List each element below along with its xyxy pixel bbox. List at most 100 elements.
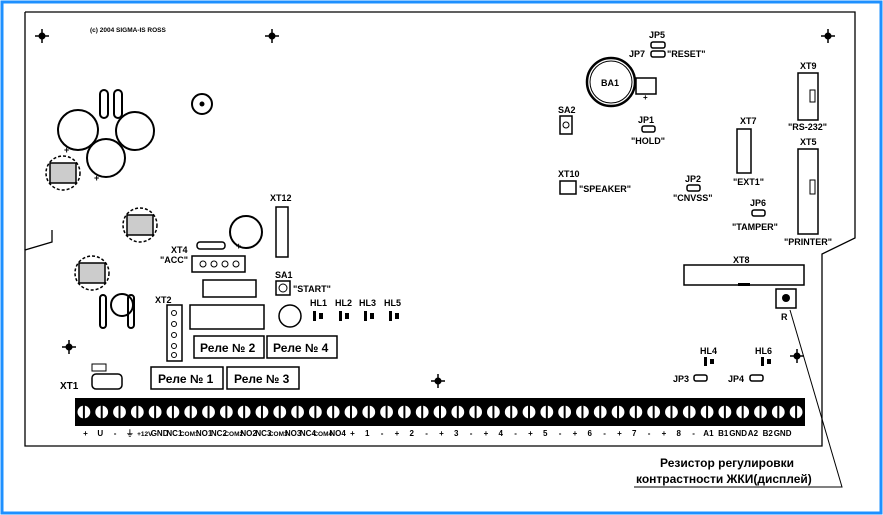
terminal-label: GND <box>774 429 792 438</box>
terminal-label: + <box>617 429 622 438</box>
jp5-jumper <box>650 41 666 49</box>
terminal-label: - <box>603 429 606 438</box>
callout-line2: контрастности ЖКИ(дисплей) <box>636 472 812 486</box>
jp7-jumper <box>650 50 666 58</box>
terminal-label: 3 <box>454 429 459 438</box>
xt8-connector <box>683 264 805 286</box>
xt8-label: XT8 <box>733 255 750 265</box>
sa1-label: SA1 <box>275 270 293 280</box>
xt12-label: XT12 <box>270 193 292 203</box>
svg-text:+: + <box>236 241 241 251</box>
tamper-label: "TAMPER" <box>732 222 778 232</box>
terminal-label: ⏚ <box>126 429 134 438</box>
jp7-label: JP7 <box>629 49 645 59</box>
relay-1-label: Реле № 1 <box>158 372 214 386</box>
svg-text:+: + <box>643 93 648 102</box>
fuse <box>91 373 123 390</box>
terminal-label: COM2 <box>224 431 243 438</box>
xt4-label: XT4 <box>171 245 188 255</box>
terminal-label: + <box>662 429 667 438</box>
xt7-connector <box>736 128 752 174</box>
jp3-label: JP3 <box>673 374 689 384</box>
terminal-label: B2 <box>763 429 774 438</box>
callout-line <box>634 309 843 488</box>
ba1-battery <box>585 56 637 108</box>
terminal-label: COM1 <box>180 431 199 438</box>
buzzer-hole <box>191 93 213 115</box>
terminal-label: B1 <box>718 429 729 438</box>
terminal-label: A2 <box>748 429 759 438</box>
ext1-label: "EXT1" <box>733 177 764 187</box>
terminal-label: + <box>83 429 88 438</box>
xt4-connector <box>191 255 246 273</box>
terminal-label: NC3 <box>255 429 272 438</box>
terminal-label: NC2 <box>211 429 228 438</box>
copyright-text: (c) 2004 SIGMA-IS ROSS <box>90 27 167 34</box>
transistor-3 <box>74 255 110 291</box>
terminal-label: COM3 <box>269 431 288 438</box>
terminal-label: - <box>114 429 117 438</box>
transistor-2 <box>122 207 158 243</box>
terminal-label: A1 <box>703 429 714 438</box>
terminal-label: NO2 <box>240 429 257 438</box>
mounting-holes <box>35 29 835 388</box>
relay-2-label: Реле № 2 <box>200 341 256 355</box>
terminal-label: + <box>395 429 400 438</box>
jp2-jumper <box>686 184 701 192</box>
terminal-label: NO1 <box>196 429 213 438</box>
terminal-label: NO3 <box>285 429 302 438</box>
xt10-label: XT10 <box>558 169 580 179</box>
relay-4-label: Реле № 4 <box>273 341 329 355</box>
svg-text:+: + <box>94 173 99 183</box>
reset-label: "RESET" <box>667 49 706 59</box>
r-label: R <box>781 312 788 322</box>
sa2-label: SA2 <box>558 105 576 115</box>
hl6-label: HL6 <box>755 346 772 356</box>
acc-label: "ACC" <box>160 255 188 265</box>
jp4-label: JP4 <box>728 374 744 384</box>
hl2-label: HL2 <box>335 298 352 308</box>
xt12-connector <box>275 206 289 258</box>
terminal-label: - <box>381 429 384 438</box>
relay-3-label: Реле № 3 <box>234 372 290 386</box>
terminal-label: GND <box>729 429 747 438</box>
sa2-button <box>559 115 573 135</box>
xt9-label: XT9 <box>800 61 817 71</box>
terminal-label: U <box>97 429 103 438</box>
xt2-connector <box>166 304 183 362</box>
terminal-label: GND <box>151 429 169 438</box>
jp1-label: JP1 <box>638 115 654 125</box>
jp4-jumper <box>749 374 764 382</box>
terminal-label: 1 <box>365 429 370 438</box>
xt10-connector <box>559 180 577 195</box>
jp6-jumper <box>751 209 766 217</box>
jp6-label: JP6 <box>750 198 766 208</box>
hl1-label: HL1 <box>310 298 327 308</box>
xt5-label: XT5 <box>800 137 817 147</box>
start-label: "START" <box>293 284 331 294</box>
xt2-label: XT2 <box>155 295 172 305</box>
board-outline <box>24 11 856 447</box>
terminal-label: 8 <box>677 429 682 438</box>
jp2-label: JP2 <box>685 174 701 184</box>
terminal-label: NC1 <box>166 429 183 438</box>
terminal-label: +12V <box>137 431 153 438</box>
ba1-label: BA1 <box>601 78 619 88</box>
sa1-button <box>275 280 291 296</box>
hl3-label: HL3 <box>359 298 376 308</box>
jp1-jumper <box>641 125 656 133</box>
terminal-label: + <box>439 429 444 438</box>
terminal-label: NC4 <box>300 429 317 438</box>
terminal-label: + <box>350 429 355 438</box>
hl4-label: HL4 <box>700 346 717 356</box>
hold-label: "HOLD" <box>631 136 665 146</box>
cnvss-label: "CNVSS" <box>673 193 713 203</box>
terminal-label: + <box>573 429 578 438</box>
jp5-label: JP5 <box>649 30 665 40</box>
terminal-label: 7 <box>632 429 637 438</box>
terminal-label: - <box>692 429 695 438</box>
terminal-label: 6 <box>588 429 593 438</box>
terminal-block: +U-⏚+12VGNDNC1COM1NO1NC2COM2NO2NC3COM3NO… <box>75 398 805 438</box>
